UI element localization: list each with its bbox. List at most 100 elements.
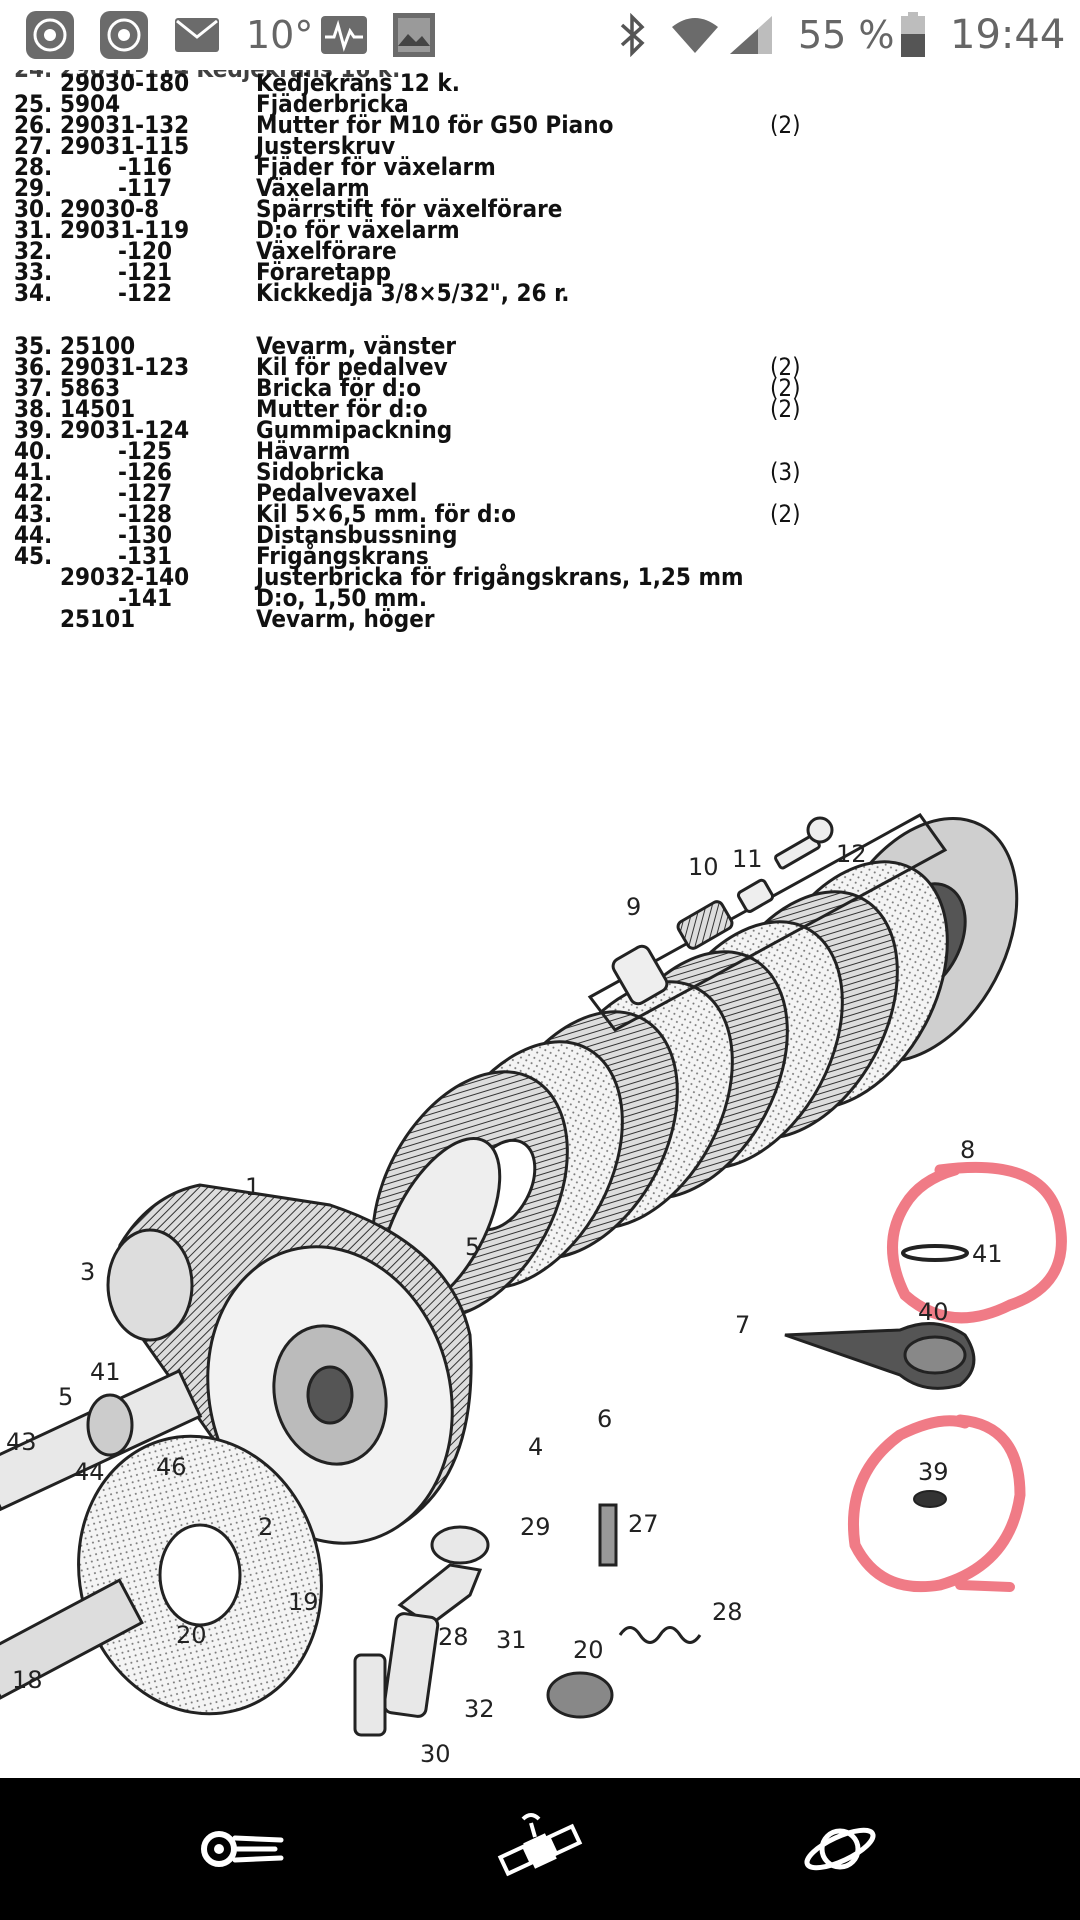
part-number: 29030-8 (60, 195, 160, 223)
highlight-circle-39 (847, 1414, 1026, 1593)
part-description: Pedalvevaxel (256, 479, 418, 507)
wifi-icon (670, 0, 720, 70)
planet-icon[interactable] (750, 1778, 930, 1920)
item-number: 42. (14, 479, 53, 507)
callout-6: 6 (597, 1405, 612, 1433)
clutch-plates (371, 816, 1019, 1320)
callout-41: 41 (972, 1240, 1003, 1268)
gear-lever-parts (353, 1503, 702, 1737)
temperature-text: 10° (246, 13, 314, 57)
part-description: Fjäder för växelarm (256, 153, 496, 181)
clutch-exploded-diagram[interactable]: 1 2 3 4 5 5 6 7 8 9 10 11 12 18 19 20 20… (0, 775, 1080, 1775)
part-number: 29032-140 (60, 563, 190, 591)
part-number: 5904 (60, 90, 121, 118)
part-description: Frigångskrans (256, 542, 429, 570)
item-number: 27. (14, 132, 53, 160)
item-number: 33. (14, 258, 53, 286)
callout-31: 31 (496, 1626, 527, 1654)
part-description: Kil för pedalvev (256, 353, 448, 381)
part-description: Fjäderbricka (256, 90, 409, 118)
comet-icon[interactable] (150, 1778, 330, 1920)
mail-icon (174, 0, 220, 70)
item-number: 25. (14, 90, 53, 118)
part-number: 29031-119 (60, 216, 190, 244)
bottom-nav-bar (0, 1778, 1080, 1920)
callout-27: 27 (628, 1510, 659, 1538)
adjuster-assembly (587, 813, 948, 1032)
item-number: 26. (14, 111, 53, 139)
callout-39: 39 (918, 1458, 949, 1486)
battery-icon (900, 0, 926, 70)
tradera-icon (98, 0, 150, 70)
part-number: 29031-115 (60, 132, 190, 160)
parts-list-row: 28. -116 Fjäder för växelarm (0, 154, 1080, 180)
part-description: Mutter för M10 för G50 Piano (256, 111, 614, 139)
callout-7: 7 (735, 1311, 750, 1339)
tradera-icon (24, 0, 76, 70)
part-description: D:o för växelarm (256, 216, 460, 244)
callout-3: 3 (80, 1258, 95, 1286)
part-description: Föraretapp (256, 258, 391, 286)
part-number: -131 (117, 542, 172, 570)
item-number: 40. (14, 437, 53, 465)
part-quantity: (2) (770, 111, 801, 139)
activity-icon (320, 0, 368, 70)
battery-text: 55 % (798, 13, 895, 57)
parts-list-document[interactable]: 24. 29031-114 Kedjekrans 16 k. 29030-180… (0, 70, 1080, 775)
partial-row: 24. 29031-114 Kedjekrans 16 k. (0, 70, 1080, 82)
image-icon (392, 0, 436, 70)
part-description: Justerskruv (256, 132, 396, 160)
item-number: 35. (14, 332, 53, 360)
part-description: Kil 5×6,5 mm. för d:o (256, 500, 516, 528)
part-number: -130 (117, 521, 172, 549)
callout-30: 30 (420, 1740, 451, 1768)
part-number: -116 (117, 153, 172, 181)
part-description: Växelarm (256, 174, 370, 202)
item-number: 29. (14, 174, 53, 202)
item-number: 44. (14, 521, 53, 549)
callout-20: 20 (176, 1621, 207, 1649)
part-description: Spärrstift för växelförare (256, 195, 563, 223)
part-number: 29030-180 (60, 70, 190, 97)
callout-18: 18 (12, 1666, 43, 1694)
callout-20b: 20 (573, 1636, 604, 1664)
part-description: Distansbussning (256, 521, 458, 549)
callout-29: 29 (520, 1513, 551, 1541)
kickstart-shaft (0, 1368, 323, 1716)
parts-list-row: 25.5904 Fjäderbricka (0, 91, 1080, 117)
clock-text: 19:44 (950, 12, 1066, 58)
part-quantity: (2) (770, 395, 801, 423)
part-description: Gummipackning (256, 416, 453, 444)
callout-5b: 5 (58, 1383, 73, 1411)
part-number: -120 (117, 237, 172, 265)
part-description: Vevarm, vänster (256, 332, 457, 360)
part-number: 14501 (60, 395, 136, 423)
part-description: Mutter för d:o (256, 395, 428, 423)
part-number: -128 (117, 500, 172, 528)
status-bar: 10° 55 % 19:44 (0, 0, 1080, 70)
callout-46: 46 (156, 1453, 187, 1481)
item-number: 28. (14, 153, 53, 181)
parts-list-row: 44. -130 Distansbussning (0, 522, 1080, 548)
part-description: Sidobricka (256, 458, 385, 486)
part-description: D:o, 1,50 mm. (256, 584, 428, 612)
item-number: 37. (14, 374, 53, 402)
item-number: 34. (14, 279, 53, 307)
satellite-icon[interactable] (450, 1778, 630, 1920)
